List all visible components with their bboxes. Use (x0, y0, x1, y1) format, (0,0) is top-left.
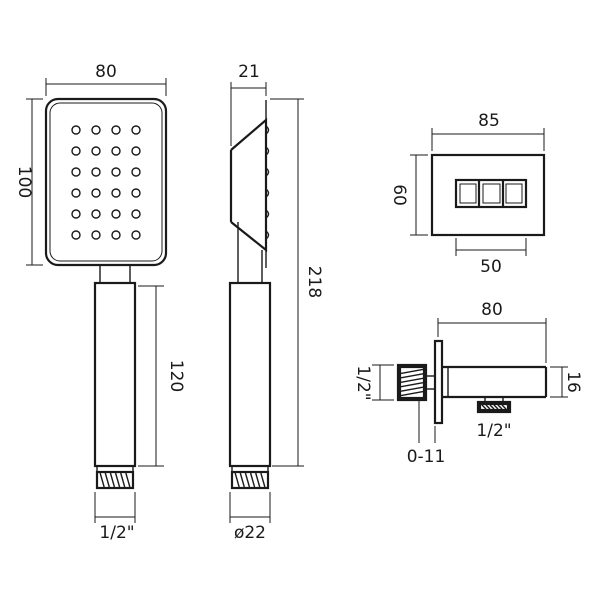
side-handle-body (228, 281, 272, 468)
handle-collar (99, 264, 131, 284)
side-thread-connector (230, 470, 270, 490)
handle-body (93, 281, 137, 468)
nozzle-profile (265, 167, 270, 177)
nozzle (131, 125, 141, 135)
nozzle (91, 188, 101, 198)
head-width-label: 80 (95, 62, 117, 82)
handset-front-view: 80 100 120 1/2" (14, 62, 186, 543)
nozzle (71, 230, 81, 240)
nozzle (91, 167, 101, 177)
nozzle (111, 188, 121, 198)
nozzle (111, 230, 121, 240)
nozzle (131, 209, 141, 219)
nozzle (71, 188, 81, 198)
nozzle (111, 209, 121, 219)
nozzle (71, 146, 81, 156)
nozzle (91, 125, 101, 135)
nozzle-profile (265, 209, 270, 219)
nozzle (111, 146, 121, 156)
nozzle (111, 167, 121, 177)
nozzle (131, 230, 141, 240)
handset-side-view: 21 218 ø22 (228, 62, 324, 543)
bracket-inlet-thread-label: 1/2" (353, 365, 373, 400)
bracket-arm-height-label: 16 (563, 371, 583, 393)
nozzle (131, 167, 141, 177)
handle-length-label: 120 (166, 360, 186, 392)
nozzle-profile (265, 230, 270, 240)
nozzle (71, 209, 81, 219)
bracket-holder-outer (454, 178, 528, 209)
handset-depth-label: 21 (238, 62, 260, 82)
head-face-outer (44, 97, 168, 267)
nozzle (91, 146, 101, 156)
bracket-plate (430, 153, 546, 237)
side-nozzle-profile (265, 125, 270, 240)
bracket-width-label: 85 (478, 111, 500, 131)
wall-bracket-front-view: 85 60 50 (389, 111, 546, 277)
head-face-inner (49, 102, 163, 262)
nozzle-profile (265, 146, 270, 156)
spray-nozzle-grid (71, 125, 141, 240)
nozzle (111, 125, 121, 135)
head-height-label: 100 (14, 166, 34, 198)
nozzle (91, 209, 101, 219)
nozzle-profile (265, 125, 270, 135)
inlet-thread-connector (398, 365, 426, 400)
nozzle (71, 125, 81, 135)
bracket-outlet-thread-label: 1/2" (476, 421, 511, 441)
bracket-range-label: 0-11 (407, 447, 446, 467)
handset-length-label: 218 (304, 266, 324, 298)
wall-plate (433, 339, 444, 425)
nozzle (131, 146, 141, 156)
nozzle (131, 188, 141, 198)
outlet-thread-connector (478, 402, 510, 412)
wall-bracket-side-view: 80 16 1/2" 1/2" 0-11 (353, 300, 583, 467)
handset-thread-label: 1/2" (99, 523, 134, 543)
thread-connector (95, 470, 135, 490)
bracket-height-label: 60 (389, 184, 409, 206)
bracket-inner-width-label: 50 (480, 257, 502, 277)
bracket-arm-length-label: 80 (481, 300, 503, 320)
nozzle (91, 230, 101, 240)
handle-diameter-label: ø22 (234, 523, 266, 543)
nozzle (71, 167, 81, 177)
nozzle-profile (265, 188, 270, 198)
